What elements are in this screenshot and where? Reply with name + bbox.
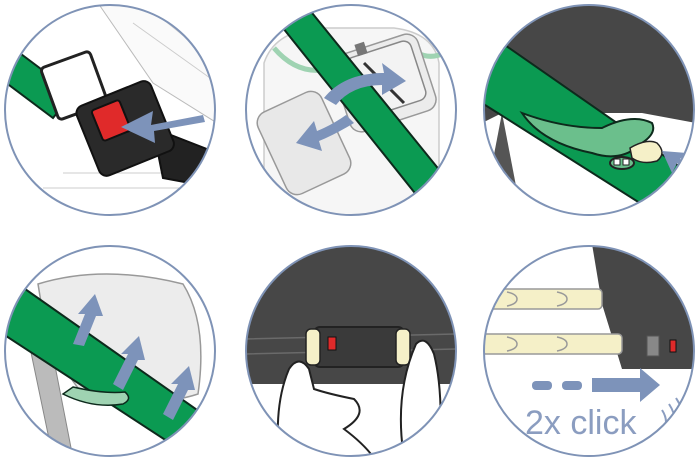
step-4-panel bbox=[3, 244, 217, 458]
bar-grip-icon bbox=[244, 244, 458, 458]
click-label: 2x click bbox=[525, 404, 637, 442]
shield-lift-icon bbox=[3, 244, 217, 458]
buckle-release-icon bbox=[3, 3, 217, 217]
step-1-panel bbox=[3, 3, 217, 217]
belt-guide-icon bbox=[244, 3, 458, 217]
step-3-panel bbox=[482, 3, 696, 217]
step-6-panel: 2x click bbox=[482, 244, 696, 458]
isofix-click-icon: 2x click bbox=[482, 244, 696, 458]
belt-clip-icon bbox=[482, 3, 696, 217]
step-2-panel bbox=[244, 3, 458, 217]
step-5-panel bbox=[244, 244, 458, 458]
